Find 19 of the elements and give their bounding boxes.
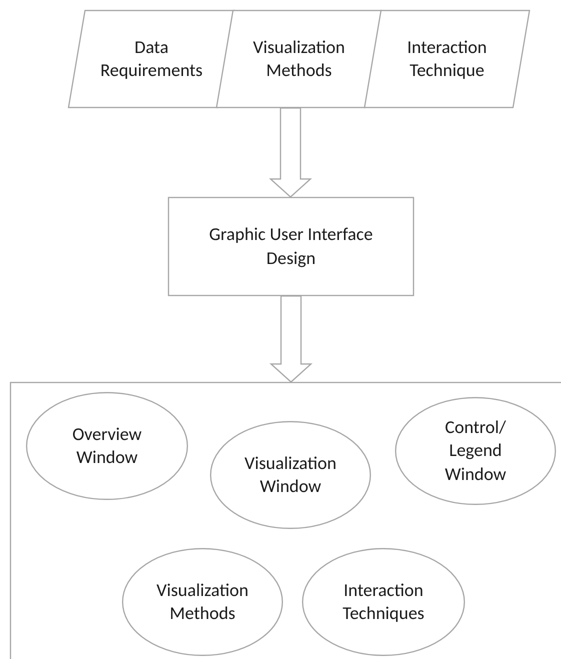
node-label: Graphic User Interface Design — [208, 223, 374, 270]
ellipse-node — [302, 548, 465, 656]
parallelogram-box — [68, 10, 235, 108]
container-frame — [10, 382, 561, 659]
node-label: Visualization Window — [244, 452, 338, 498]
node-label: Visualization Methods — [156, 578, 250, 626]
parallelogram-box — [364, 10, 530, 108]
node-label: Interaction Technique — [406, 36, 488, 82]
node-label: Overview Window — [71, 422, 143, 470]
node-label: Data Requirements — [99, 36, 204, 82]
ellipse-node — [395, 397, 556, 505]
node-label: Control/ Legend Window — [444, 416, 508, 486]
block-arrow — [269, 295, 313, 383]
node-label: Interaction Techniques — [342, 578, 426, 626]
ellipse-node — [122, 548, 283, 656]
block-arrow — [268, 107, 312, 198]
ellipse-node — [26, 392, 188, 500]
process-box — [168, 197, 414, 296]
ellipse-node — [210, 421, 371, 529]
